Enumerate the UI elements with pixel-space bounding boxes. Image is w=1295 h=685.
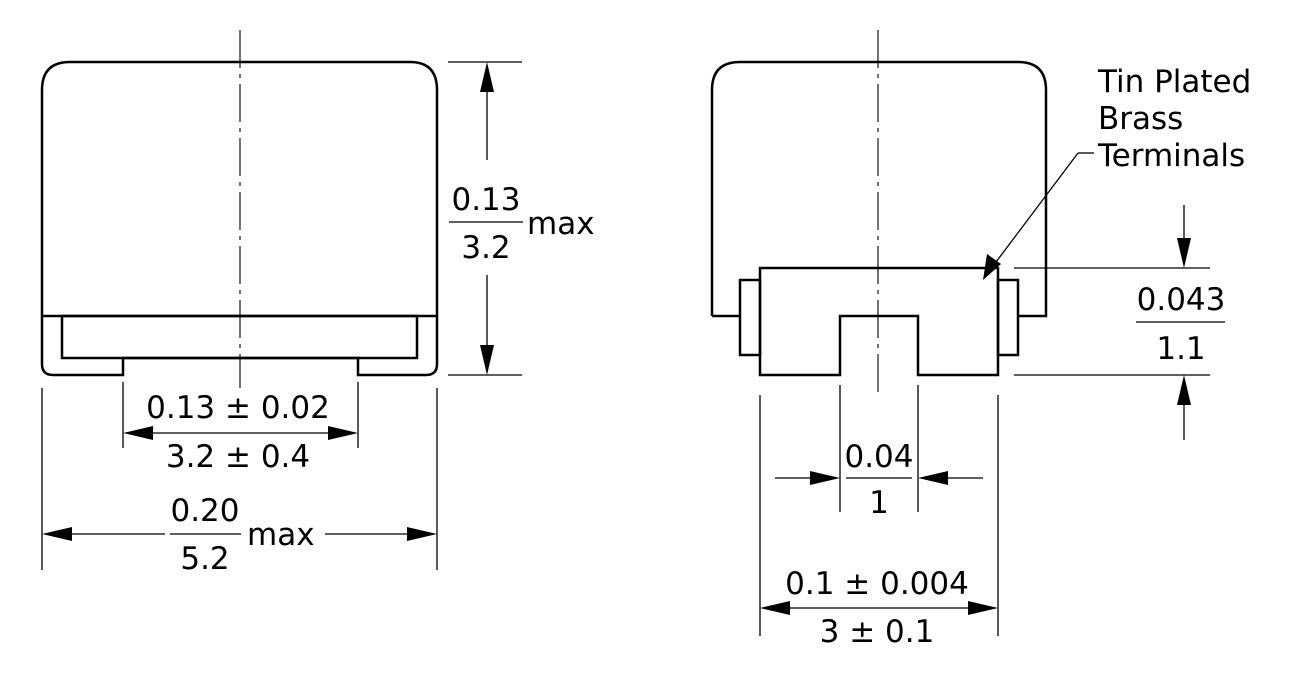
left-width-suffix: max [247, 517, 315, 553]
left-height-arrow-top [480, 62, 494, 92]
left-height-arrow-bottom [480, 345, 494, 375]
right-width-inch: 0.1 ± 0.004 [785, 566, 969, 602]
left-height-inch: 0.13 [451, 182, 520, 218]
right-slot-arrow-left [810, 471, 840, 485]
left-width-inch: 0.20 [170, 493, 239, 529]
right-width-arrow-right [968, 601, 998, 615]
right-endcap-right [996, 278, 1020, 357]
left-height-mm: 3.2 [461, 230, 510, 266]
callout-line-3: Terminals [1097, 138, 1245, 174]
callout-line-2: Brass [1098, 101, 1183, 137]
right-height-arrow-top [1177, 238, 1191, 268]
right-height-mm: 1.1 [1156, 331, 1205, 367]
left-gap-arrow-right [328, 426, 358, 440]
left-gap-arrow-left [123, 426, 153, 440]
right-endcap-left [738, 278, 762, 357]
left-width-mm: 5.2 [180, 541, 229, 577]
right-slot-inch: 0.04 [844, 439, 913, 475]
right-terminal-outline [758, 266, 1000, 377]
left-view: 0.13 3.2 max 0.13 ± 0.02 3.2 ± 0.4 0.20 … [40, 30, 595, 577]
right-slot-arrow-right [918, 471, 948, 485]
left-body-outline [40, 60, 439, 377]
left-width-arrow-right [407, 527, 437, 541]
right-slot-mm: 1 [869, 485, 889, 521]
left-gap-inch: 0.13 ± 0.02 [146, 390, 330, 426]
left-height-suffix: max [527, 206, 595, 242]
right-view: Tin Plated Brass Terminals 0.043 1.1 0.0… [710, 30, 1251, 650]
callout-leader [989, 152, 1079, 271]
callout-line-1: Tin Plated [1097, 64, 1251, 100]
right-body-outline [710, 60, 1048, 318]
right-width-mm: 3 ± 0.1 [820, 614, 935, 650]
right-height-inch: 0.043 [1137, 282, 1226, 318]
left-width-arrow-left [42, 527, 72, 541]
callout-arrowhead [983, 254, 1001, 280]
right-width-arrow-left [760, 601, 790, 615]
right-height-arrow-bottom [1177, 375, 1191, 405]
left-gap-mm: 3.2 ± 0.4 [166, 439, 310, 475]
